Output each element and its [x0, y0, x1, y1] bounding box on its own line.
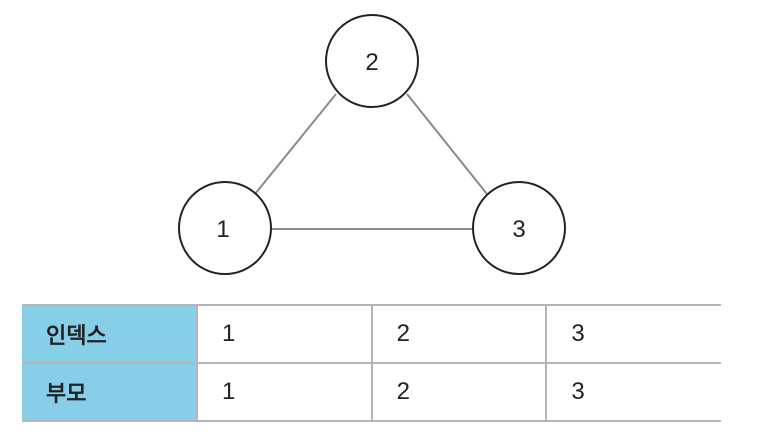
- node-2: 2: [325, 14, 419, 108]
- table-cell: 1: [196, 304, 372, 364]
- node-1: 1: [178, 181, 272, 275]
- node-2-label: 2: [365, 49, 378, 76]
- table-cell: 3: [545, 362, 721, 422]
- edge-2-3: [406, 93, 488, 195]
- union-find-table: 인덱스 1 2 3 부모 1 2 3: [22, 304, 721, 422]
- row-header-index: 인덱스: [22, 304, 197, 364]
- table-cell: 1: [196, 362, 372, 422]
- row-header-parent: 부모: [22, 362, 197, 422]
- table-cell: 3: [545, 304, 721, 364]
- table-cell: 2: [370, 362, 547, 422]
- table-row-index: 인덱스 1 2 3: [22, 304, 721, 364]
- table-row-parent: 부모 1 2 3: [22, 362, 721, 422]
- edge-1-2: [254, 93, 337, 195]
- node-1-label: 1: [216, 216, 229, 243]
- table-cell: 2: [370, 304, 547, 364]
- node-3-label: 3: [512, 216, 525, 243]
- node-3: 3: [472, 181, 566, 275]
- graph-diagram: 2 1 3: [178, 14, 566, 275]
